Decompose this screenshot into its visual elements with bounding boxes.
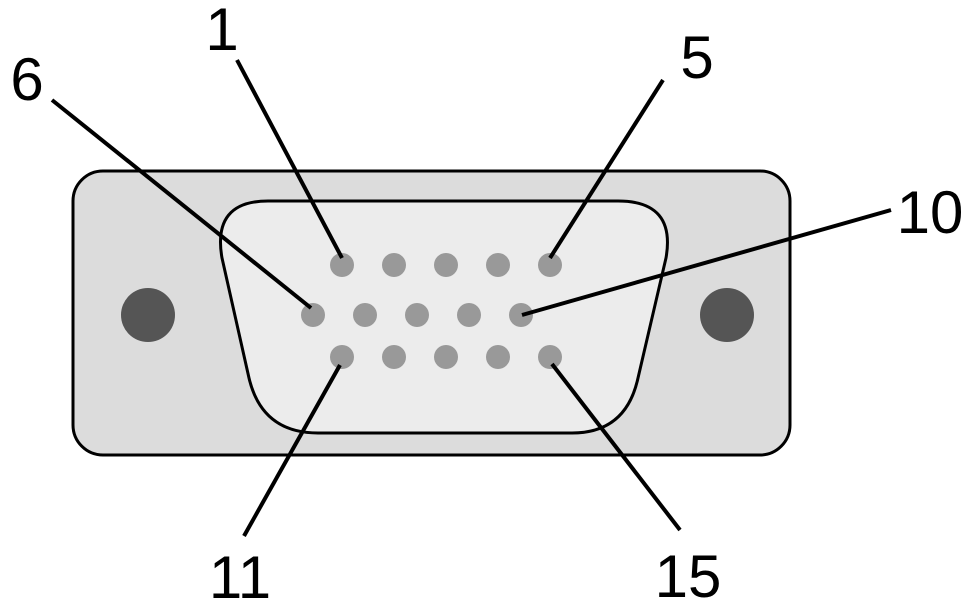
pin-1 bbox=[330, 253, 354, 277]
pin-8 bbox=[405, 303, 429, 327]
leader-line-pin-1 bbox=[235, 59, 344, 259]
pin-2 bbox=[382, 253, 406, 277]
pin-10 bbox=[509, 303, 533, 327]
pin-label-11: 11 bbox=[209, 544, 271, 609]
pin-label-10: 10 bbox=[897, 179, 964, 246]
mounting-hole-left bbox=[121, 288, 175, 342]
pin-3 bbox=[434, 253, 458, 277]
leader-line-pin-11 bbox=[242, 364, 342, 537]
leader-line-pin-15 bbox=[550, 362, 682, 532]
pin-7 bbox=[353, 303, 377, 327]
leader-line-pin-10 bbox=[521, 208, 892, 317]
pin-label-6: 6 bbox=[10, 46, 43, 113]
pin-label-5: 5 bbox=[680, 24, 713, 91]
pin-12 bbox=[382, 345, 406, 369]
pin-9 bbox=[457, 303, 481, 327]
pin-4 bbox=[486, 253, 510, 277]
pin-15 bbox=[538, 345, 562, 369]
pin-label-1: 1 bbox=[205, 0, 238, 63]
pin-13 bbox=[434, 345, 458, 369]
pin-label-15: 15 bbox=[655, 543, 722, 609]
leader-lines bbox=[50, 59, 892, 537]
pin-11 bbox=[330, 345, 354, 369]
pin-grid bbox=[301, 253, 562, 369]
pin-5 bbox=[538, 253, 562, 277]
mounting-hole-right bbox=[700, 288, 754, 342]
connector-face bbox=[219, 199, 669, 435]
pin-6 bbox=[301, 303, 325, 327]
pin-14 bbox=[486, 345, 510, 369]
leader-line-pin-5 bbox=[548, 78, 665, 260]
leader-line-pin-6 bbox=[50, 98, 313, 310]
